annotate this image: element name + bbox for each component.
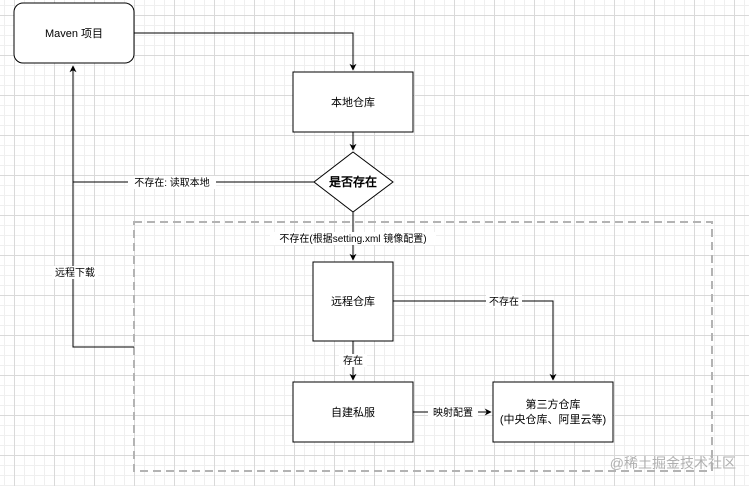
watermark: @稀土掘金技术社区 <box>610 455 736 471</box>
node-exists-check[interactable] <box>313 151 394 213</box>
edge-label-mapping-config: 映射配置 <box>433 407 473 419</box>
edge-label-remote-not-exists: 不存在 <box>489 295 519 308</box>
label-bg <box>339 354 367 367</box>
node-third-party-repo[interactable] <box>492 381 614 443</box>
node-maven-project[interactable] <box>13 2 135 64</box>
node-local-repo[interactable] <box>292 71 414 133</box>
node-local-repo-label: 本地仓库 <box>331 95 375 109</box>
label-bg <box>270 232 436 245</box>
edge-remote-to-thirdparty <box>393 300 557 381</box>
node-third-party-repo-label-line1: 第三方仓库 <box>526 397 581 411</box>
node-remote-repo[interactable] <box>312 261 394 342</box>
node-private-server[interactable] <box>292 381 414 443</box>
remote-group-container <box>133 221 713 472</box>
edge-label-not-exists-read-local: 不存在: 读取本地 <box>134 176 210 189</box>
node-exists-check-label: 是否存在 <box>328 174 377 189</box>
label-bg <box>486 295 522 308</box>
label-bg <box>128 176 216 189</box>
node-maven-project-label: Maven 项目 <box>45 27 103 40</box>
label-bg <box>428 406 478 419</box>
label-bg <box>52 266 98 279</box>
edge-remote-download <box>72 182 134 348</box>
edge-label-remote-exists: 存在 <box>343 354 363 367</box>
node-remote-repo-label: 远程仓库 <box>331 294 375 308</box>
node-private-server-label: 自建私服 <box>331 405 375 419</box>
node-third-party-repo-label-line2: (中央仓库、阿里云等) <box>500 412 606 426</box>
edge-maven-to-local <box>134 32 357 71</box>
edge-label-not-exists-mirror: 不存在(根据setting.xml 镜像配置) <box>279 232 426 245</box>
edge-check-to-maven <box>69 65 314 183</box>
edge-label-remote-download: 远程下载 <box>55 267 95 279</box>
